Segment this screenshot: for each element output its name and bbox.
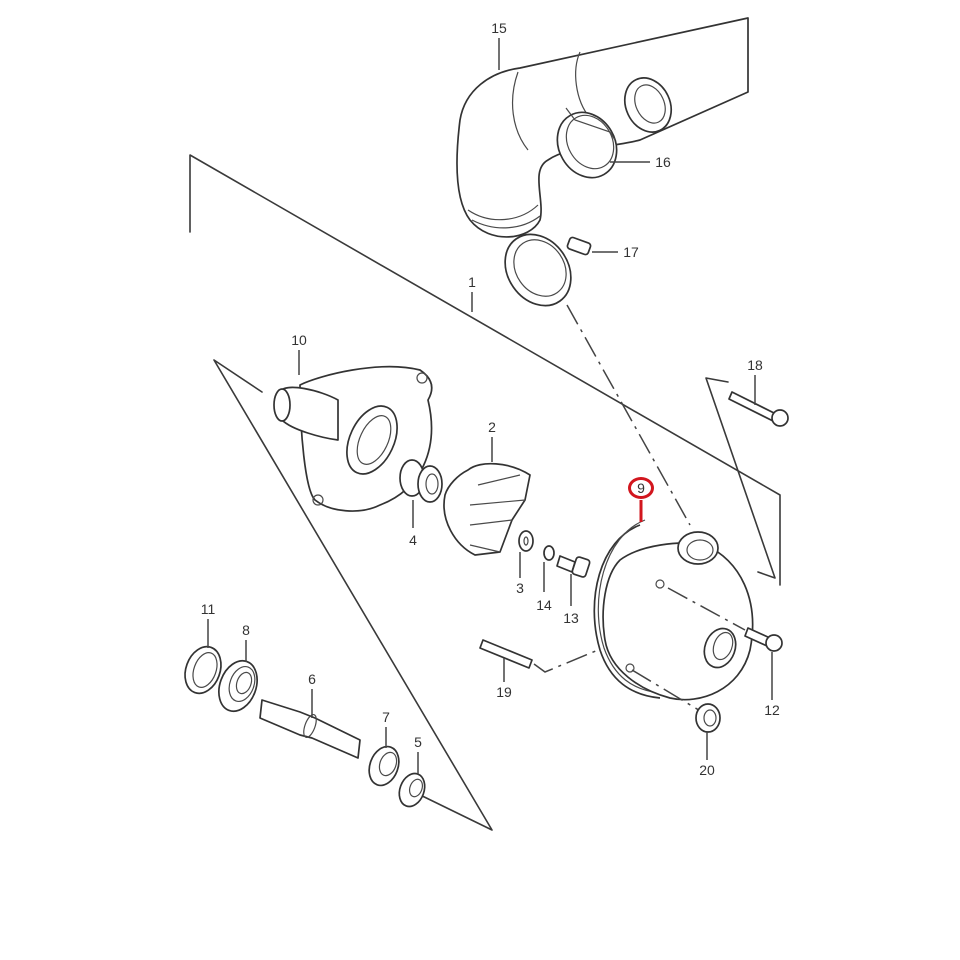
callout-18: 18 bbox=[747, 357, 763, 373]
callout-11: 11 bbox=[200, 601, 216, 617]
callout-1: 1 bbox=[468, 274, 476, 290]
washer-3 bbox=[518, 530, 534, 578]
clamp-17 bbox=[504, 233, 618, 307]
screw-12 bbox=[667, 587, 783, 700]
callout-12: 12 bbox=[764, 702, 780, 718]
impeller-2 bbox=[443, 437, 531, 556]
seal-4 bbox=[399, 459, 443, 528]
callout-10: 10 bbox=[291, 332, 307, 348]
callout-6: 6 bbox=[308, 671, 316, 687]
callout-9-highlight-ring bbox=[628, 477, 654, 499]
left-bracket bbox=[213, 359, 493, 831]
clamp-16 bbox=[556, 107, 650, 179]
shaft-6 bbox=[259, 689, 361, 759]
right-bracket-18 bbox=[705, 377, 776, 579]
pump-cover-10 bbox=[273, 350, 433, 512]
callout-8: 8 bbox=[242, 622, 250, 638]
bolt-13 bbox=[556, 555, 591, 606]
nut-20 bbox=[631, 669, 721, 760]
bearing-7 bbox=[368, 727, 400, 787]
callout-14: 14 bbox=[536, 597, 552, 613]
callout-20: 20 bbox=[699, 762, 715, 778]
callout-17: 17 bbox=[623, 244, 639, 260]
callout-9: 9 bbox=[637, 480, 645, 496]
assembly-bracket bbox=[189, 154, 781, 586]
screw-18 bbox=[728, 375, 789, 427]
callout-2: 2 bbox=[488, 419, 496, 435]
washer-14 bbox=[543, 545, 555, 592]
seal-5 bbox=[398, 752, 426, 808]
pump-body bbox=[602, 531, 754, 701]
callout-13: 13 bbox=[563, 610, 579, 626]
circlip-11 bbox=[184, 619, 222, 695]
callout-3: 3 bbox=[516, 580, 524, 596]
callout-7: 7 bbox=[382, 709, 390, 725]
callout-4: 4 bbox=[409, 532, 417, 548]
stud-19 bbox=[479, 639, 599, 682]
callout-16: 16 bbox=[655, 154, 671, 170]
callout-19: 19 bbox=[496, 684, 512, 700]
bearing-8 bbox=[218, 640, 258, 713]
callout-5: 5 bbox=[414, 734, 422, 750]
callout-15: 15 bbox=[491, 20, 507, 36]
